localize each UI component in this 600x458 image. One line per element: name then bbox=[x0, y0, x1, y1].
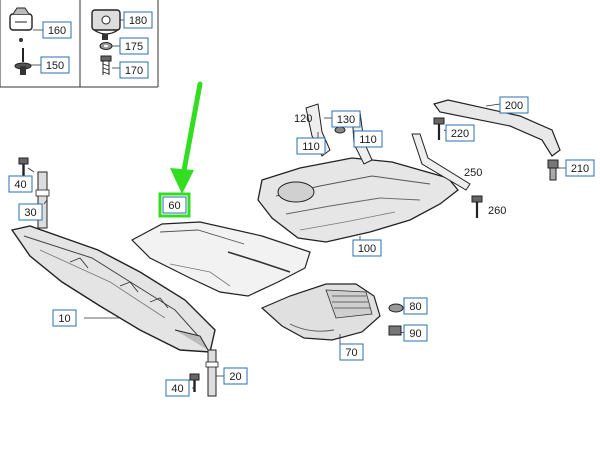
callout-label: 100 bbox=[358, 243, 376, 255]
legend-box bbox=[0, 0, 159, 88]
callout-label: 110 bbox=[359, 134, 377, 146]
callout-40-lower: 40 bbox=[165, 379, 190, 397]
callout-label: 130 bbox=[337, 114, 355, 126]
part-200-strut bbox=[432, 99, 561, 157]
part-20-bracket bbox=[205, 349, 219, 397]
callout-30: 30 bbox=[18, 203, 43, 221]
part-40-screw-upper bbox=[18, 157, 29, 176]
legend-leaders bbox=[31, 19, 124, 69]
callout-label: 200 bbox=[505, 100, 523, 112]
callout-90: 90 bbox=[403, 324, 428, 342]
callout-label: 20 bbox=[229, 371, 241, 383]
callout-label: 220 bbox=[451, 128, 469, 140]
part-60-middle-cover bbox=[131, 221, 311, 297]
clip-nut-icon bbox=[9, 7, 33, 42]
callout-label: 210 bbox=[571, 163, 589, 175]
part-220-screw bbox=[433, 117, 445, 140]
washer-icon bbox=[99, 42, 113, 50]
callout-label: 10 bbox=[58, 313, 70, 325]
callout-label: 90 bbox=[409, 328, 421, 340]
callout-label: 160 bbox=[48, 25, 66, 37]
callout-200: 200 bbox=[499, 96, 529, 114]
callout-label: 175 bbox=[125, 41, 143, 53]
label-260: 260 bbox=[488, 205, 506, 217]
callout-60: 60 bbox=[162, 196, 187, 214]
label-250: 250 bbox=[464, 167, 482, 179]
callout-130: 130 bbox=[331, 110, 361, 128]
callout-170: 170 bbox=[119, 61, 149, 79]
callout-150: 150 bbox=[40, 56, 70, 74]
callout-110-right: 110 bbox=[353, 130, 383, 148]
callout-180: 180 bbox=[123, 11, 153, 29]
part-250-strut bbox=[411, 133, 471, 191]
callout-label: 170 bbox=[125, 65, 143, 77]
screw-icon bbox=[100, 55, 112, 75]
callout-label: 150 bbox=[46, 60, 64, 72]
part-260-screw bbox=[471, 195, 483, 218]
callout-80: 80 bbox=[403, 297, 428, 315]
callout-label: 40 bbox=[171, 383, 183, 395]
callout-20: 20 bbox=[223, 367, 248, 385]
part-100-rear-tray bbox=[257, 157, 459, 243]
callout-label: 60 bbox=[168, 200, 180, 212]
callout-70: 70 bbox=[339, 343, 364, 361]
callout-160: 160 bbox=[42, 21, 72, 39]
callout-110-left: 110 bbox=[296, 137, 326, 155]
highlight-arrow-icon bbox=[170, 81, 203, 194]
spring-nut-icon bbox=[91, 9, 121, 40]
highlight-box bbox=[158, 192, 191, 218]
callout-175: 175 bbox=[119, 37, 149, 55]
part-90-nut bbox=[388, 325, 402, 336]
push-rivet-icon bbox=[14, 48, 32, 75]
callout-label: 40 bbox=[14, 179, 26, 191]
callout-220: 220 bbox=[445, 124, 475, 142]
callout-label: 30 bbox=[24, 207, 36, 219]
callout-label: 80 bbox=[409, 301, 421, 313]
callout-100: 100 bbox=[352, 239, 382, 257]
part-130-nut bbox=[334, 126, 346, 134]
callout-10: 10 bbox=[52, 309, 77, 327]
part-210-nut bbox=[547, 159, 559, 181]
callout-40-upper: 40 bbox=[8, 175, 33, 193]
part-40-screw-lower bbox=[189, 373, 200, 392]
part-80-washer bbox=[388, 303, 404, 313]
part-70-lower-cover bbox=[260, 283, 381, 341]
label-120: 120 bbox=[294, 113, 312, 125]
part-10-underbody-panel bbox=[10, 225, 216, 353]
callout-210: 210 bbox=[565, 159, 595, 177]
callout-label: 110 bbox=[302, 141, 320, 153]
callout-label: 70 bbox=[345, 347, 357, 359]
callout-label: 180 bbox=[129, 15, 147, 27]
